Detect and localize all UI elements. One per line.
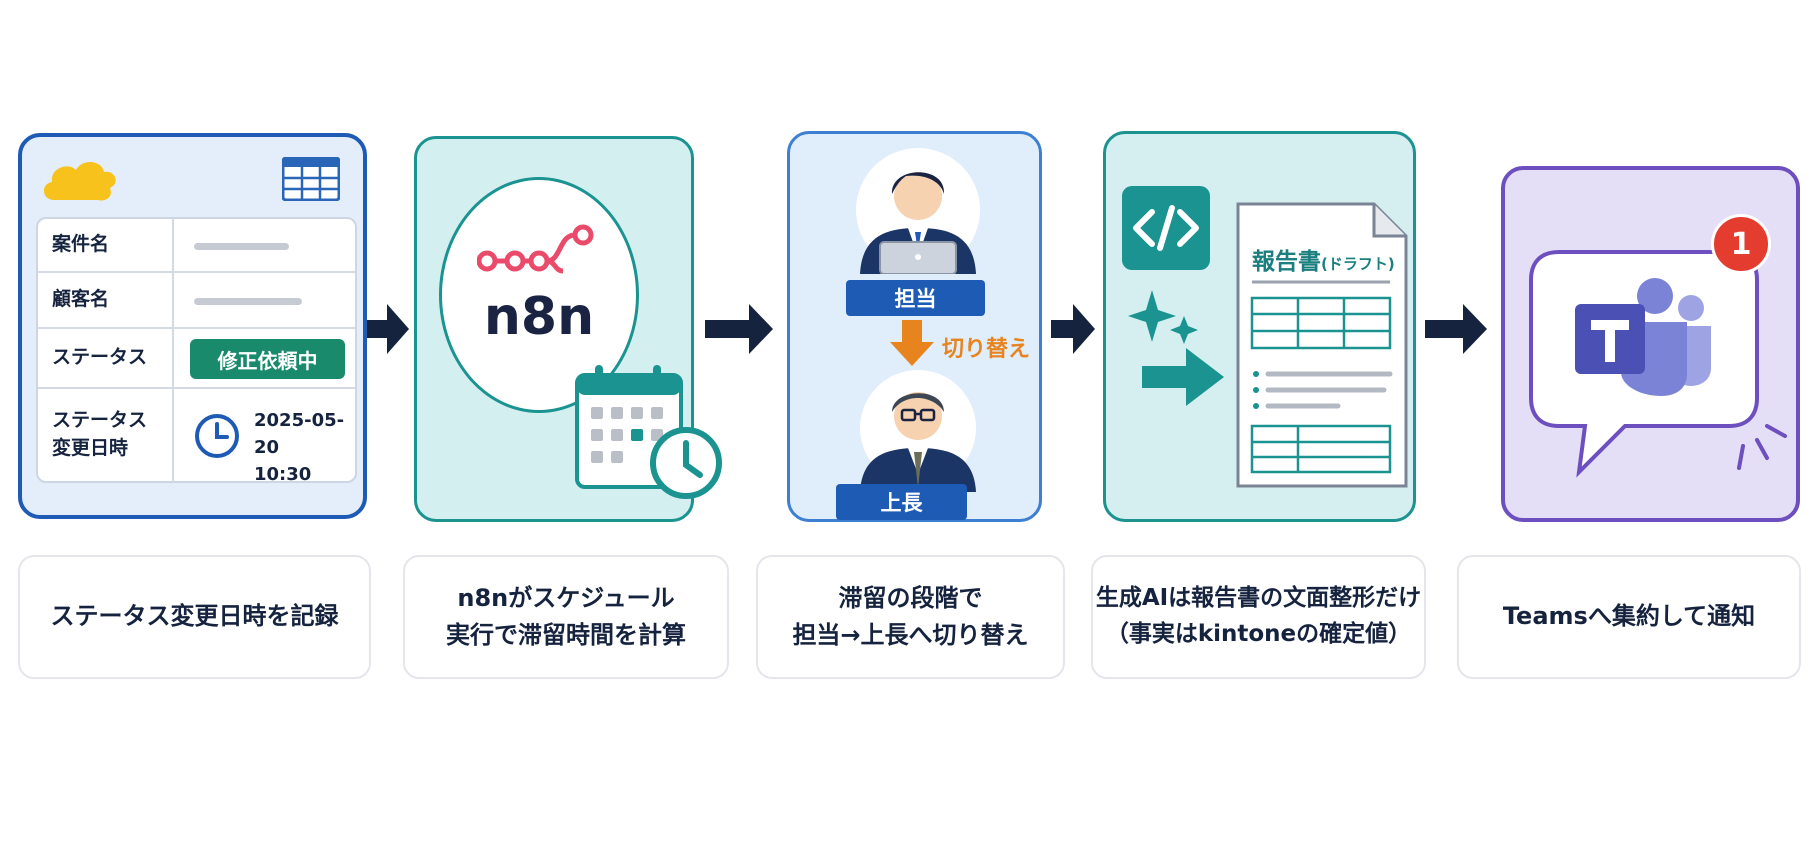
status-changed-datetime: 2025-05-20 10:30: [254, 410, 345, 483]
field-label-status-changed-at: ステータス 変更日時: [38, 389, 174, 481]
flow-arrow-4: [1425, 304, 1487, 354]
clock-icon: [650, 427, 722, 499]
report-title-sub: (ドラフト): [1321, 255, 1395, 273]
switch-label: 切り替え: [942, 337, 1031, 362]
right-arrow-icon: [1142, 348, 1224, 406]
kintone-record-panel: 案件名 顧客名 ステータス 修正依頼中 ステータス 変更日時 2025-05-2…: [18, 133, 367, 519]
person-laptop-icon: [856, 148, 980, 274]
field-label-customer-name: 顧客名: [38, 273, 174, 327]
status-badge: 修正依頼中: [190, 339, 345, 379]
table-grid-icon: [282, 157, 340, 201]
clock-icon: [195, 414, 239, 458]
escalation-panel: 担当 切り替え 上長: [787, 131, 1042, 522]
caption-step-1: ステータス変更日時を記録: [18, 555, 371, 679]
code-icon: [1122, 186, 1210, 270]
record-row-customer-name: 顧客名: [38, 273, 355, 329]
n8n-logo-text: n8n: [483, 287, 595, 347]
field-label-case-name: 案件名: [38, 219, 174, 271]
role-label-assignee: 担当: [846, 280, 985, 316]
role-label-manager: 上長: [836, 484, 967, 520]
caption-step-4: 生成AIは報告書の文面整形だけ （事実はkintoneの確定値）: [1091, 555, 1426, 679]
teams-logo-icon: [1575, 278, 1711, 396]
placeholder-value-bar: [194, 243, 289, 250]
record-row-case-name: 案件名: [38, 219, 355, 273]
down-arrow-icon: [890, 320, 934, 366]
document-icon: [1236, 202, 1408, 488]
caption-step-2: n8nがスケジュール 実行で滞留時間を計算: [403, 555, 729, 679]
record-row-status-changed-at: ステータス 変更日時 2025-05-20 10:30: [38, 389, 355, 481]
caption-step-5: Teamsへ集約して通知: [1457, 555, 1801, 679]
n8n-schedule-panel: n8n: [414, 136, 722, 522]
sparkle-icon: [1128, 290, 1198, 344]
field-label-status: ステータス: [38, 329, 174, 387]
record-table: 案件名 顧客名 ステータス 修正依頼中 ステータス 変更日時 2025-05-2…: [36, 217, 357, 483]
placeholder-value-bar: [194, 298, 302, 305]
report-draft-panel: 報告書(ドラフト): [1103, 131, 1416, 522]
flow-arrow-3: [1051, 304, 1095, 354]
cloud-icon: [43, 161, 116, 201]
caption-step-3: 滞留の段階で 担当→上長へ切り替え: [756, 555, 1065, 679]
report-title-main: 報告書: [1252, 249, 1321, 275]
n8n-node-icon: [477, 224, 594, 274]
flow-arrow-2: [705, 304, 773, 354]
flow-arrow-1: [367, 304, 409, 354]
report-title: 報告書(ドラフト): [1252, 242, 1395, 276]
manager-person-icon: [860, 370, 976, 492]
notification-badge: 1: [1711, 214, 1771, 274]
record-row-status: ステータス 修正依頼中: [38, 329, 355, 389]
teams-notification-panel: 1: [1501, 166, 1800, 522]
